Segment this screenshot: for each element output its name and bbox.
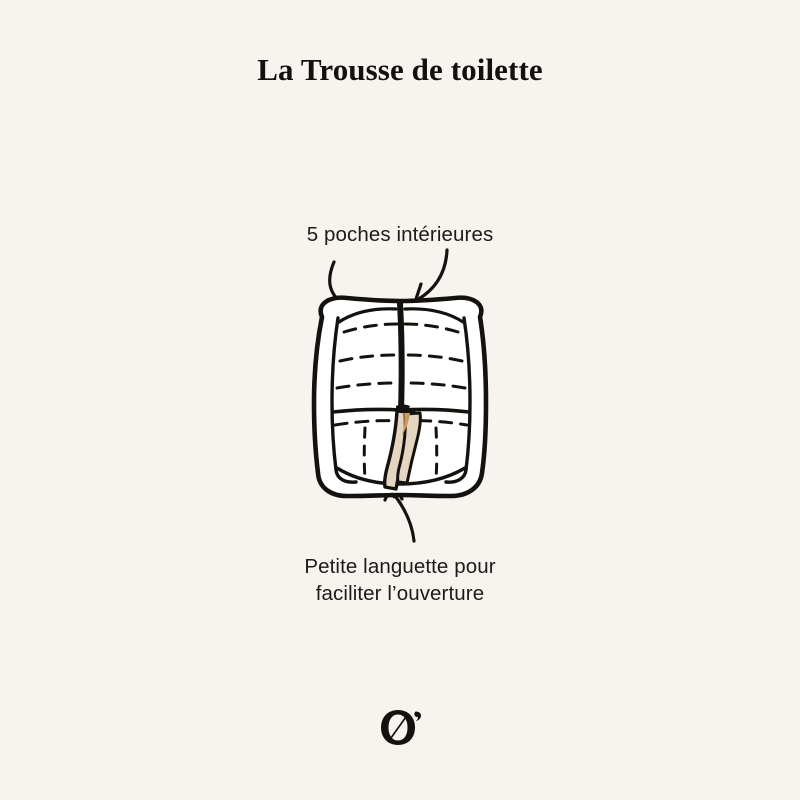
dashed-right-1: [403, 322, 460, 334]
logo-accent-mark: [414, 711, 421, 722]
page-title: La Trousse de toilette: [257, 52, 543, 87]
divider-right: [434, 426, 439, 480]
divider-left: [362, 426, 367, 480]
pull-tab-shadow: [402, 413, 410, 435]
bag-body: [311, 295, 489, 499]
logo-o-diagonal: [388, 714, 408, 741]
arrow-left-to-pocket-shaft: [328, 260, 364, 314]
logo-glyph: [381, 710, 421, 745]
bag-fill: [315, 298, 485, 494]
pull-tab-strap-main: [382, 409, 416, 491]
bag-outline: [311, 295, 489, 499]
dashed-left-2: [338, 353, 399, 363]
bag-gusset-right: [444, 316, 472, 484]
pocket-seam-upper: [331, 407, 471, 414]
annotation-arrows: [328, 248, 449, 543]
arrow-up-to-tab-head: [383, 480, 404, 502]
pocket-dashed-lines-lower: [333, 419, 469, 427]
annotation-tab-line2: faciliter l’ouverture: [315, 582, 485, 605]
annotation-tab-label: Petite languette pour faciliter l’ouvert…: [0, 553, 800, 607]
dashed-left-3: [335, 381, 399, 390]
pocket-divider-vertical: [362, 426, 439, 482]
pull-tab-stitch: [390, 492, 396, 499]
arrow-up-to-tab-shaft: [391, 486, 416, 543]
arrow-left-to-pocket-head: [343, 297, 364, 315]
bag-base-curve: [335, 466, 467, 486]
pocket-dashed-lines-upper-right: [403, 322, 467, 390]
center-spine: [397, 300, 405, 415]
dashed-right-3: [403, 381, 467, 390]
dashed-right-2: [403, 353, 464, 363]
lid-seam-right: [403, 307, 465, 324]
dashed-left-1: [342, 322, 399, 334]
pull-tab: [382, 404, 422, 499]
dashed-lower-horizontal: [333, 419, 469, 427]
brand-logo: [0, 700, 800, 756]
lid-seam-left: [337, 307, 398, 324]
pocket-dashed-lines-upper-left: [335, 322, 399, 390]
divider-center: [398, 428, 403, 482]
bag-gusset-left: [330, 316, 358, 484]
arrow-right-to-pocket-shaft: [415, 248, 449, 302]
brand-o-monogram-icon: [381, 710, 421, 745]
pull-tab-strap-second: [396, 411, 422, 485]
annotation-pockets-label: 5 poches intérieures: [306, 223, 494, 246]
pull-tab-anchor: [396, 404, 410, 412]
annotation-tab-line1: Petite languette pour: [304, 555, 496, 578]
arrow-right-to-pocket-head: [413, 282, 433, 304]
